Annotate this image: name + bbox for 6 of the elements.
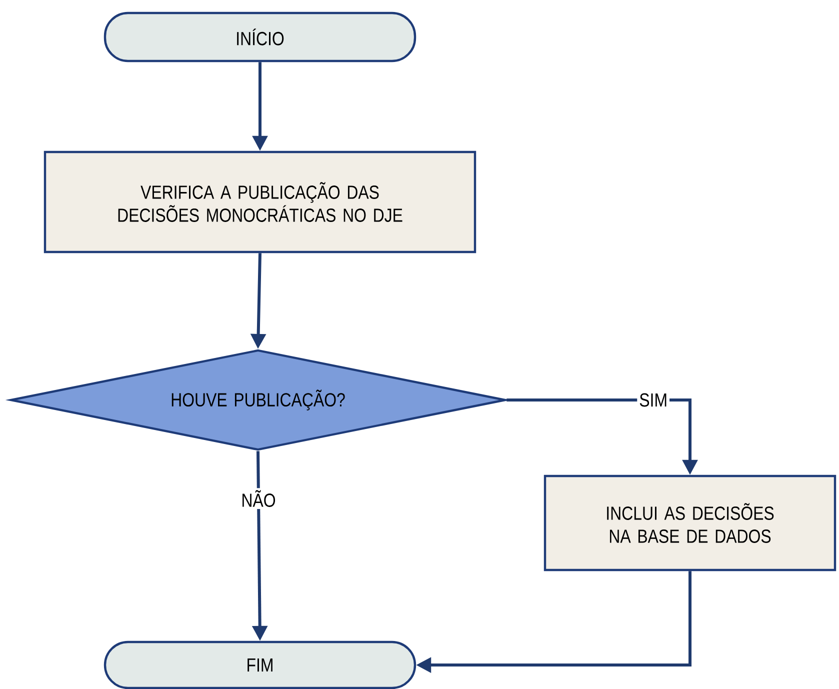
process-box: INCLUI AS DECISÕES NA BASE DE DADOS xyxy=(544,474,836,572)
terminal-box: FIM xyxy=(104,640,416,689)
edge-label: SIM xyxy=(637,391,670,409)
terminal-box: INÍCIO xyxy=(104,12,416,62)
process-box: VERIFICA A PUBLICAÇÃO DAS DECISÕES MONOCRÁTICAS NO DJE xyxy=(44,150,476,254)
edge-label: NÃO xyxy=(239,488,278,509)
